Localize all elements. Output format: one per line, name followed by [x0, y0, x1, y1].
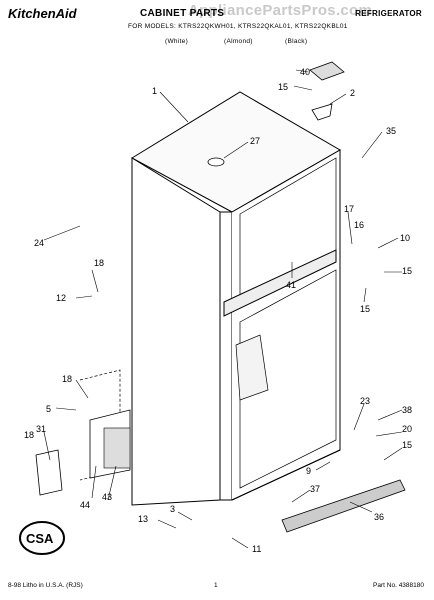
callout-label: 40 — [300, 67, 310, 77]
part-number: Part No. 4388180 — [373, 582, 424, 589]
top-hinge-cover — [309, 61, 345, 81]
top-hinge — [311, 103, 333, 121]
callout-label: 12 — [56, 293, 66, 303]
callout-label: 37 — [310, 484, 320, 494]
callout-label: 31 — [36, 424, 46, 434]
callout-label: 43 — [102, 492, 112, 502]
callout-label: 41 — [286, 280, 296, 290]
callout-label: 15 — [402, 440, 412, 450]
callout-label: 18 — [94, 258, 104, 268]
plug-button — [207, 157, 225, 167]
grille-mesh — [103, 427, 131, 469]
cabinet-front-left-edge — [219, 211, 233, 501]
litho-note: 8-98 Litho in U.S.A. (RJS) — [8, 582, 83, 589]
variant-white: (White) — [165, 38, 189, 45]
page-number: 1 — [214, 582, 218, 589]
lower-compartment-wall — [239, 269, 337, 489]
callout-label: 15 — [278, 82, 288, 92]
variant-black: (Black) — [285, 38, 308, 45]
model-list: FOR MODELS: KTRS22QKWH01, KTRS22QKAL01, … — [128, 23, 348, 30]
callout-label: 15 — [360, 304, 370, 314]
callout-label: 20 — [402, 424, 412, 434]
cabinet-bottom — [220, 436, 341, 501]
mullion-divider — [223, 249, 337, 317]
callout-label: 44 — [80, 500, 90, 510]
page-title: CABINET PARTS — [140, 8, 225, 19]
callout-label: 13 — [138, 514, 148, 524]
callout-label: 23 — [360, 396, 370, 406]
variant-almond: (Almond) — [224, 38, 253, 45]
callout-label: 18 — [62, 374, 72, 384]
callout-label: 18 — [24, 430, 34, 440]
callout-label: 17 — [344, 204, 354, 214]
callout-label: 27 — [250, 136, 260, 146]
product-label: REFRIGERATOR — [355, 9, 422, 18]
callout-label: 15 — [402, 266, 412, 276]
callout-label: 1 — [152, 86, 157, 96]
brand-logo: KitchenAid — [8, 6, 77, 21]
toe-grille — [281, 479, 406, 533]
callout-label: 35 — [386, 126, 396, 136]
callout-label: 5 — [46, 404, 51, 414]
callout-label: 9 — [306, 466, 311, 476]
callout-label: 24 — [34, 238, 44, 248]
callout-label: 36 — [374, 512, 384, 522]
callout-label: 11 — [252, 544, 261, 554]
cabinet-left-side — [131, 157, 221, 506]
callout-label: 10 — [400, 233, 410, 243]
callout-label: 16 — [354, 220, 364, 230]
callout-label: 3 — [170, 504, 175, 514]
hinge-cover — [35, 449, 63, 496]
watermark: AppliancePartsPros.com — [188, 2, 373, 19]
callout-label: 38 — [402, 405, 412, 415]
csa-logo-text: CSA — [26, 531, 54, 546]
crisper-shelf — [235, 334, 269, 401]
callout-label: 2 — [350, 88, 355, 98]
csa-certification-logo: CSA — [19, 521, 65, 555]
